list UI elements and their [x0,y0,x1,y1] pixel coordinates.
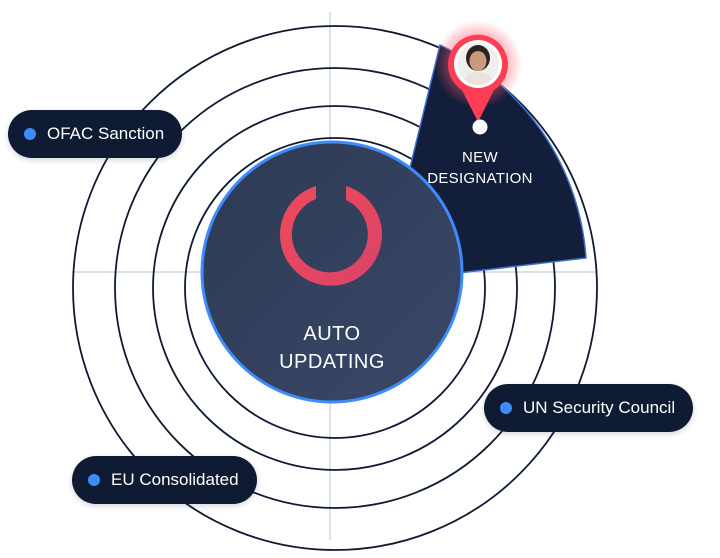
sector-label-line1: NEW [462,149,498,166]
blue-dot-icon [88,474,100,486]
center-label-line2: UPDATING [279,351,385,373]
ring-1 [184,137,486,439]
ring-outer [72,25,598,551]
ring-3 [114,67,556,509]
eu-consolidated-badge: EU Consolidated [72,456,257,504]
un-security-council-badge: UN Security Council [484,384,694,432]
un-security-council-label: UN Security Council [523,398,676,417]
person-location-pin-icon [434,20,522,135]
blue-dot-icon [500,402,512,414]
sector-label-line2: DESIGNATION [427,170,533,187]
blue-dot-icon [24,128,36,140]
ofac-sanction-label: OFAC Sanction [47,124,165,143]
eu-consolidated-label: EU Consolidated [111,470,239,489]
center-hub [200,140,464,404]
ofac-sanction-badge: OFAC Sanction [8,110,183,158]
center-label-line1: AUTO [303,323,361,345]
ring-2 [152,105,518,471]
